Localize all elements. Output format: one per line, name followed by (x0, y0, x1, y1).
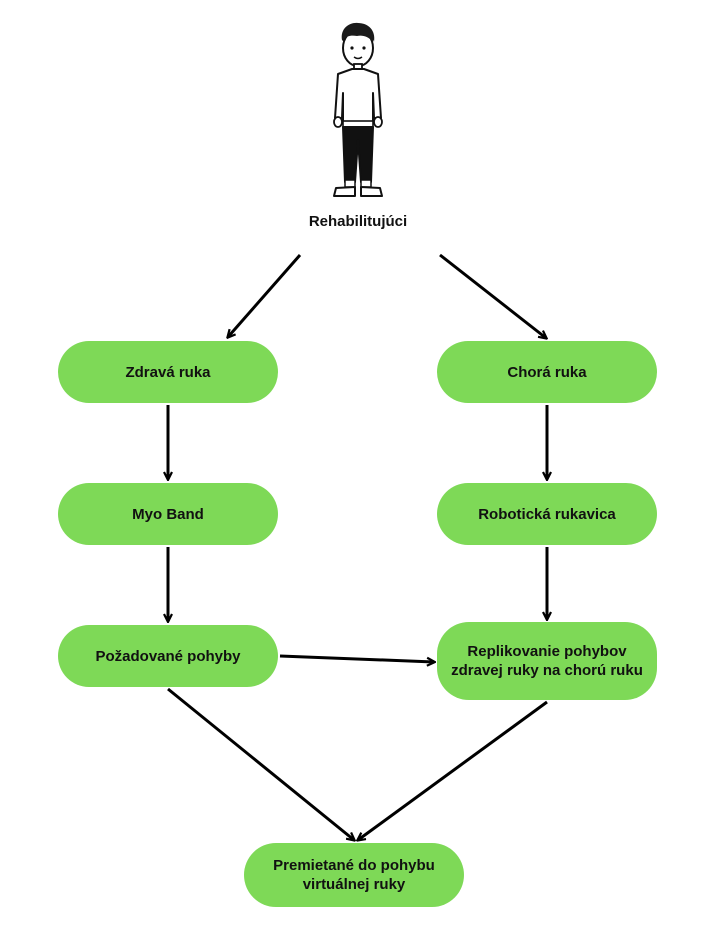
node-label: Požadované pohyby (95, 647, 241, 665)
node-roboticka-rukavica: Robotická rukavica (437, 483, 657, 545)
node-label: Zdravá ruka (125, 363, 211, 381)
arrow-person-to-chora-ruka (439, 253, 546, 338)
node-label: Replikovanie pohybov zdravej ruky na cho… (451, 643, 643, 679)
node-myo-band: Myo Band (58, 483, 278, 545)
arrow-person-to-zdrava-ruka (228, 254, 302, 337)
node-replikovanie-pohybov: Replikovanie pohybov zdravej ruky na cho… (437, 622, 657, 700)
node-label: Myo Band (132, 505, 204, 523)
node-premietane-do-pohybu: Premietané do pohybu virtuálnej ruky (244, 843, 464, 907)
arrow-replikovanie-to-premietane (358, 700, 548, 840)
person-label: Rehabilitujúci (308, 213, 408, 230)
person-standing-icon (333, 22, 383, 197)
arrow-pozadovane-to-premietane (167, 687, 354, 840)
arrow-pozadovane-to-replikovanie (279, 654, 434, 662)
node-chora-ruka: Chorá ruka (437, 341, 657, 403)
node-label: Premietané do pohybu virtuálnej ruky (273, 857, 435, 893)
node-label: Chorá ruka (507, 363, 587, 381)
node-zdrava-ruka: Zdravá ruka (58, 341, 278, 403)
node-label: Robotická rukavica (478, 505, 616, 523)
node-pozadovane-pohyby: Požadované pohyby (58, 625, 278, 687)
